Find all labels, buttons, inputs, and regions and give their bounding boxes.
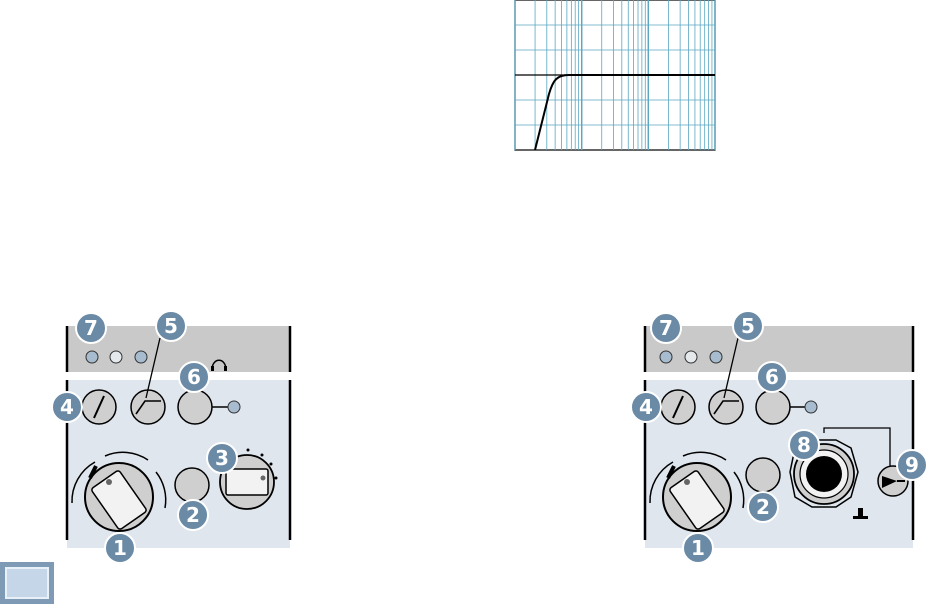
callout-badge-8: 8: [789, 430, 819, 460]
svg-text:6: 6: [187, 365, 201, 389]
svg-text:6: 6: [765, 365, 779, 389]
svg-text:4: 4: [639, 395, 653, 419]
mute-button[interactable]: [178, 390, 212, 424]
callout-badge-3: 3: [207, 443, 237, 473]
phantom-button[interactable]: [746, 458, 780, 492]
callout-badge-4: 4: [52, 392, 82, 422]
led-2: [685, 351, 697, 363]
callout-badge-1: 1: [105, 533, 135, 563]
callout-badge-1: 1: [683, 533, 713, 563]
callout-badge-6: 6: [757, 362, 787, 392]
led-3: [710, 351, 722, 363]
low-cut-button[interactable]: [131, 390, 165, 424]
callout-badge-4: 4: [631, 392, 661, 422]
svg-text:5: 5: [741, 314, 755, 338]
svg-text:7: 7: [84, 316, 98, 340]
mute-led: [228, 401, 240, 413]
mute-led: [805, 401, 817, 413]
svg-text:2: 2: [186, 503, 200, 527]
svg-text:2: 2: [756, 495, 770, 519]
right-channel-panel: [645, 326, 913, 548]
svg-text:1: 1: [691, 536, 705, 560]
callout-badge-6: 6: [179, 362, 209, 392]
svg-text:5: 5: [164, 314, 178, 338]
led-1: [660, 351, 672, 363]
mute-button[interactable]: [756, 390, 790, 424]
callout-badge-2: 2: [178, 500, 208, 530]
page-corner-badge: [0, 562, 54, 604]
callout-badge-5: 5: [156, 311, 186, 341]
callout-badge-7: 7: [651, 313, 681, 343]
led-3: [135, 351, 147, 363]
svg-text:3: 3: [215, 446, 229, 470]
led-2: [110, 351, 122, 363]
frequency-response-chart: [515, 0, 715, 150]
svg-text:8: 8: [797, 433, 811, 457]
svg-text:4: 4: [60, 395, 74, 419]
svg-text:1: 1: [113, 536, 127, 560]
svg-text:7: 7: [659, 316, 673, 340]
callout-badge-9: 9: [897, 450, 927, 480]
led-1: [86, 351, 98, 363]
low-cut-button[interactable]: [709, 390, 743, 424]
phantom-button[interactable]: [175, 468, 209, 502]
callout-badge-7: 7: [76, 313, 106, 343]
callout-badge-2: 2: [748, 492, 778, 522]
callout-badge-5: 5: [733, 311, 763, 341]
svg-text:9: 9: [905, 453, 919, 477]
